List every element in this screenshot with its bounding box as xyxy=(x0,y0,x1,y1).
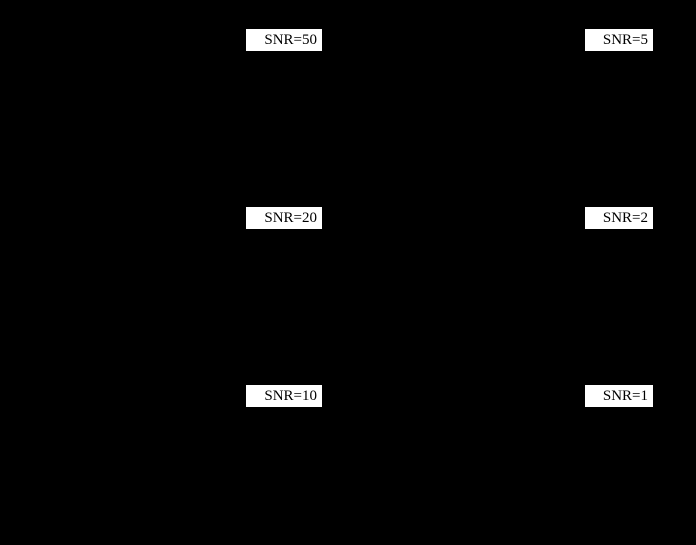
snr-label-box-1: SNR=1 xyxy=(585,385,653,407)
snr-label-box-2: SNR=2 xyxy=(585,207,653,229)
snr-label-box-5: SNR=5 xyxy=(585,29,653,51)
snr-label-text: SNR=5 xyxy=(602,32,648,48)
snr-label-box-10: SNR=10 xyxy=(246,385,322,407)
snr-label-box-20: SNR=20 xyxy=(246,207,322,229)
snr-label-text: SNR=1 xyxy=(602,388,648,404)
snr-label-text: SNR=50 xyxy=(264,32,317,48)
snr-label-text: SNR=20 xyxy=(264,210,317,226)
snr-label-text: SNR=2 xyxy=(602,210,648,226)
snr-label-box-50: SNR=50 xyxy=(246,29,322,51)
snr-label-text: SNR=10 xyxy=(264,388,317,404)
